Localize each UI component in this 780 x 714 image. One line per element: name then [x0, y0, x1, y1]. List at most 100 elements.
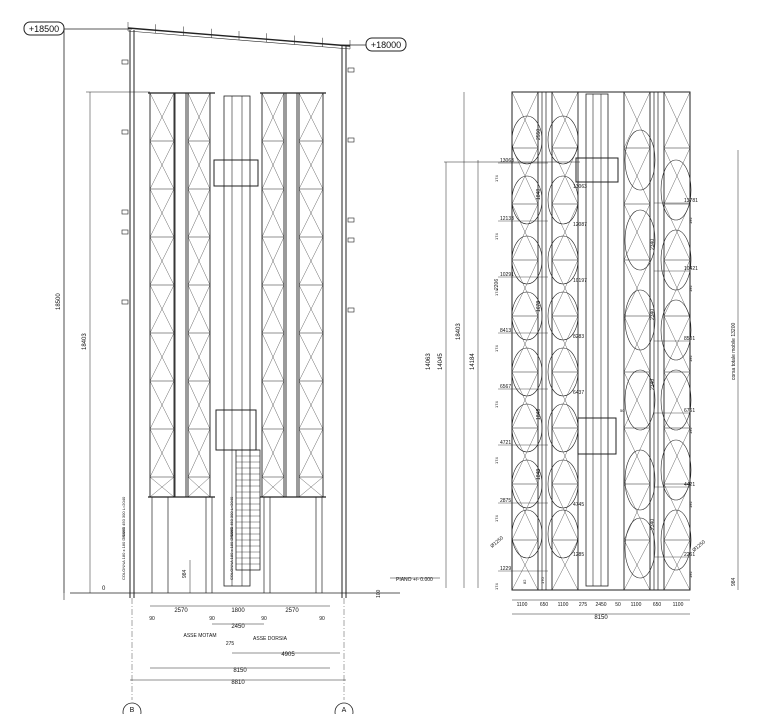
dim-travel: corsa totale mobile 13200 [731, 323, 737, 380]
dim-2570-right: 2570 [285, 608, 299, 614]
dim-174-left: 174 [494, 515, 499, 522]
elevation-marker-18000: +18000 [365, 37, 407, 52]
level-label-left: 4721 [500, 440, 511, 446]
dim-1678: 1678 [536, 301, 542, 312]
dim-4905: 4905 [281, 652, 295, 658]
dim-174-left: 174 [494, 289, 499, 296]
left-elevation-view: +18500 +18000 TRAVE 450 300 L=2040 COLON… [23, 21, 440, 714]
bottom-dim: 275 [579, 602, 588, 608]
bottom-dim: 2450 [595, 602, 606, 608]
dim-50: 50 [620, 408, 625, 413]
dim-2340: 2340 [650, 379, 656, 390]
grid-mark-a [334, 702, 354, 714]
dim-174-left: 174 [494, 345, 499, 352]
dim-14063: 14063 [426, 353, 432, 370]
bottom-dim: 50 [615, 602, 621, 608]
dim-170: 170 [540, 577, 545, 584]
dim-90-1: 90 [149, 616, 155, 622]
level-label-left: 1229 [500, 566, 511, 572]
bottom-dim: 1100 [631, 602, 642, 608]
axis-back-label: ASSE DORSIA [253, 636, 288, 642]
level-label-mid: 1285 [573, 552, 584, 558]
bottom-dim: 1100 [517, 602, 528, 608]
diameter-left: Ø1250 [489, 535, 505, 549]
dim-82: 82 [522, 579, 527, 584]
dim-174-left: 174 [494, 175, 499, 182]
dim-174-left: 174 [494, 583, 499, 590]
grid-mark-b [122, 702, 142, 714]
grid-mark-b-label: B [130, 707, 135, 714]
dim-174-left: 174 [494, 233, 499, 240]
dim-275-left: 275 [226, 641, 235, 647]
column-note-1: TRAVE 450 300 L=2040 [121, 496, 126, 540]
right-section-view: Ø1250 Ø1250 14063 14045 14184 18403 cors… [426, 91, 739, 621]
zero-label: 0 [102, 586, 106, 592]
dim-90-2: 90 [209, 616, 215, 622]
level-label-left: 12133 [500, 216, 514, 222]
level-label-right: 8501 [684, 336, 695, 342]
dim-8150-left: 8150 [233, 668, 247, 674]
dim-2570-left: 2570 [174, 608, 188, 614]
dim-8810: 8810 [231, 680, 245, 686]
bottom-dim: 650 [540, 602, 549, 608]
level-label-left: 2875 [500, 498, 511, 504]
level-label-mid: 13063 [573, 184, 587, 190]
level-label-left: 8413 [500, 328, 511, 334]
dim-90-3: 90 [261, 616, 267, 622]
floor-level-label: PIANO +/- 0.000 [396, 577, 433, 583]
dim-8150-right: 8150 [594, 615, 608, 621]
dim-1848: 1848 [536, 469, 542, 480]
dim-174-left: 174 [494, 457, 499, 464]
dim-2206: 2206 [494, 279, 500, 290]
axis-front-label: ASSE MOTAM [184, 633, 217, 639]
level-label-left: 10291 [500, 272, 514, 278]
level-label-right: 13781 [684, 198, 698, 204]
dim-18500: 18500 [56, 293, 62, 310]
dim-192-right: 192 [688, 427, 693, 434]
level-label-mid: 4745 [573, 502, 584, 508]
column-note-3: TRAVE 450 300 L=2040 [229, 496, 234, 540]
elevation-18500-label: +18500 [29, 24, 59, 34]
dim-2340: 2340 [650, 519, 656, 530]
level-label-left: 6567 [500, 384, 511, 390]
level-label-mid: 12087 [573, 222, 587, 228]
dim-1848: 1848 [536, 189, 542, 200]
dim-2450-left: 2450 [231, 624, 245, 630]
dim-192-right: 192 [688, 571, 693, 578]
dim-2340: 2340 [650, 239, 656, 250]
dim-192-right: 192 [688, 285, 693, 292]
dim-192-right: 192 [688, 355, 693, 362]
dim-100: 100 [376, 589, 382, 598]
dim-2550: 2550 [536, 129, 542, 140]
dim-984-right: 984 [731, 577, 737, 586]
bottom-dim: 1100 [673, 602, 684, 608]
column-note-2: COLONNA 180 x 180 L=2050 [121, 526, 126, 580]
bottom-dim: 1100 [558, 602, 569, 608]
dim-14184: 14184 [470, 353, 476, 370]
bottom-dim: 650 [653, 602, 662, 608]
level-label-left: 13063 [500, 158, 514, 164]
dim-90-4: 90 [319, 616, 325, 622]
elevation-18000-label: +18000 [371, 40, 401, 50]
dim-14045: 14045 [438, 353, 444, 370]
level-label-right: 2261 [684, 552, 695, 558]
dim-18403: 18403 [82, 333, 88, 350]
level-label-mid: 10197 [573, 278, 587, 284]
column-note-4: COLONNA 180 x 180 L=2050 [229, 526, 234, 580]
dim-18403-right: 18403 [456, 323, 462, 340]
dim-2340: 2340 [650, 309, 656, 320]
level-label-right: 6761 [684, 408, 695, 414]
level-label-mid: 6437 [573, 390, 584, 396]
level-label-right: 10421 [684, 266, 698, 272]
dim-984: 984 [182, 569, 188, 578]
dim-1800: 1800 [231, 608, 245, 614]
level-label-right: 4421 [684, 482, 695, 488]
dim-192-right: 192 [688, 217, 693, 224]
dim-1848: 1848 [536, 409, 542, 420]
dim-174-left: 174 [494, 401, 499, 408]
grid-mark-a-label: A [342, 707, 347, 714]
dim-192-right: 192 [688, 501, 693, 508]
elevation-marker-18500: +18500 [23, 21, 65, 36]
level-label-mid: 8283 [573, 334, 584, 340]
